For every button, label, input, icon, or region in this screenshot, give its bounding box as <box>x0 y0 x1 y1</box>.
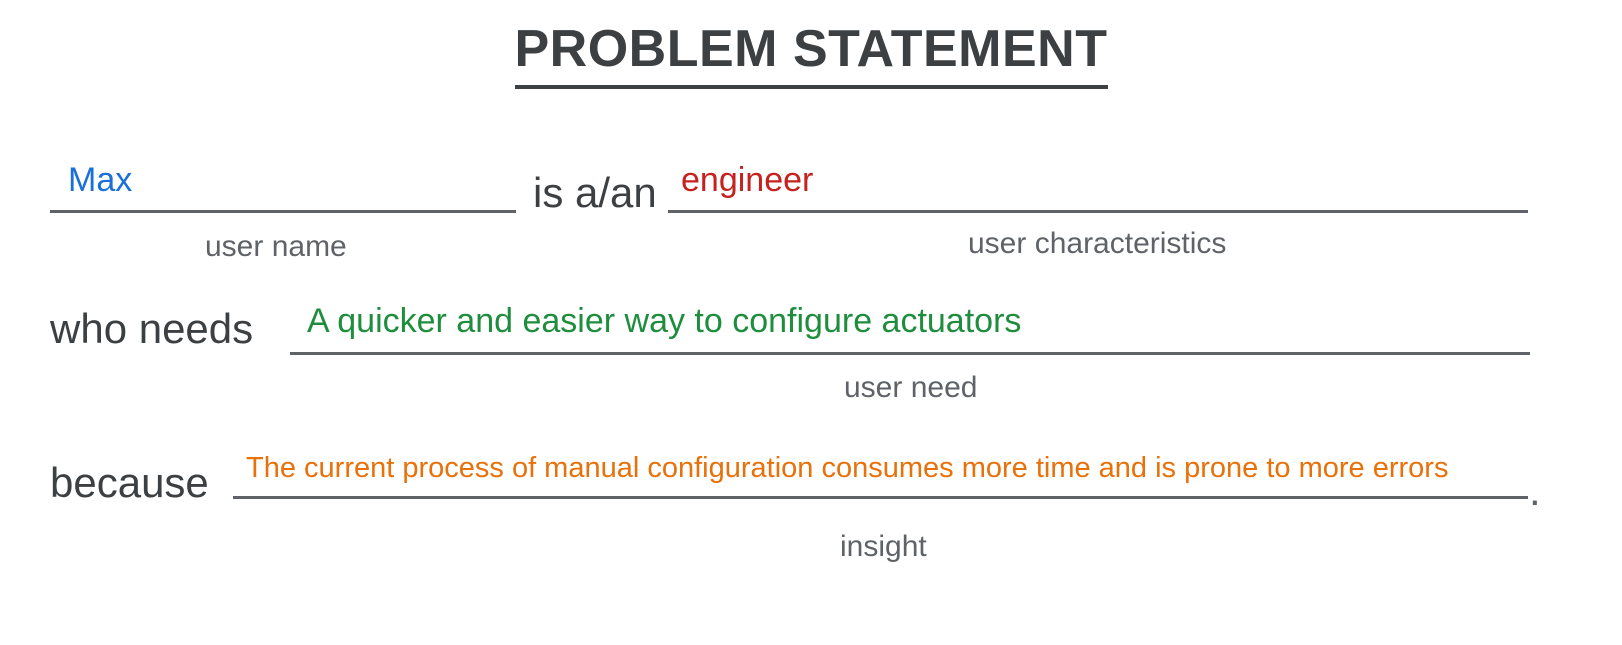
connector-because: because <box>50 459 209 506</box>
user-characteristics-caption: user characteristics <box>968 227 1227 260</box>
user-need-value[interactable]: A quicker and easier way to configure ac… <box>307 302 1022 340</box>
user-characteristics-value[interactable]: engineer <box>681 161 814 199</box>
user-characteristics-blank-line[interactable] <box>668 210 1528 213</box>
insight-blank-line[interactable] <box>233 496 1528 499</box>
user-need-caption: user need <box>844 371 978 404</box>
sentence-period: . <box>1529 467 1541 514</box>
connector-who-needs: who needs <box>50 305 254 352</box>
insight-value[interactable]: The current process of manual configurat… <box>246 452 1449 484</box>
page-title: PROBLEM STATEMENT <box>514 22 1108 89</box>
user-name-value[interactable]: Max <box>68 161 133 199</box>
insight-caption: insight <box>840 530 927 563</box>
page-title-container: PROBLEM STATEMENT <box>0 22 1622 89</box>
user-name-caption: user name <box>205 230 347 263</box>
user-need-blank-line[interactable] <box>290 352 1530 355</box>
connector-is-a-an: is a/an <box>533 169 657 216</box>
user-name-blank-line[interactable] <box>50 210 516 213</box>
